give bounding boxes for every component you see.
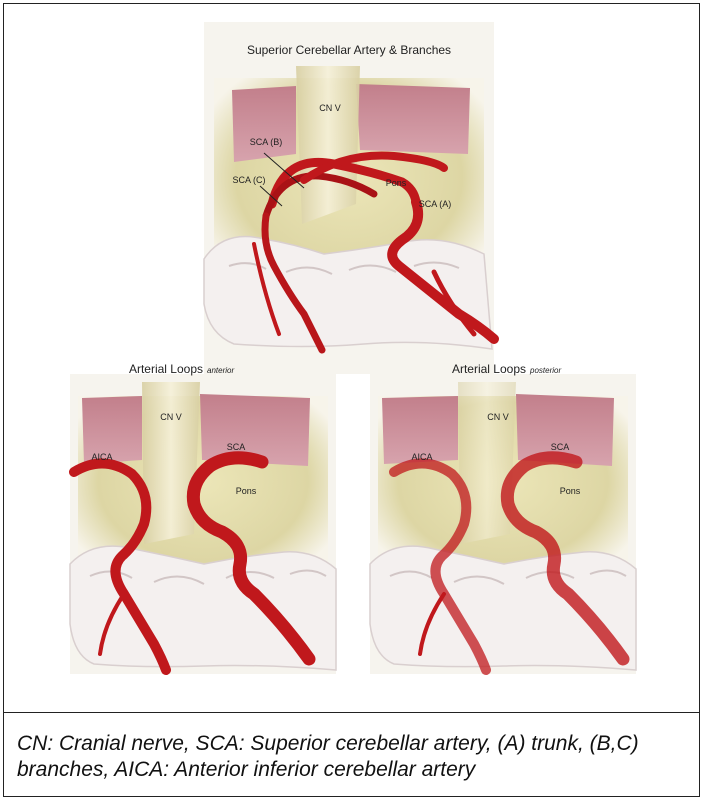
label-cn5-right: CN V [487,412,509,422]
artery-small-branch [252,242,281,336]
artery-branch-right [431,269,477,337]
sca-branch-c [262,172,378,220]
right-folia-lines [389,569,627,585]
label-pons-top: Pons [386,178,407,188]
sca-loop-upper [300,151,448,184]
top-panel: Superior Cerebellar Artery & Branches CN… [203,22,499,374]
label-sca-left: SCA [227,442,246,452]
right-tentorium-left [382,396,458,464]
figure-area: Superior Cerebellar Artery & Branches CN… [4,4,699,710]
trigeminal-nerve [296,66,360,224]
aica-loop-left [69,458,171,675]
sca-branch-b [267,157,421,209]
left-cerebellum-folia [69,545,337,671]
label-aica-left: AICA [91,452,112,462]
right-tentorium-right [516,394,614,466]
leader-sca-c [259,185,283,207]
left-trigeminal-nerve [142,382,200,544]
sca-loop-right [500,451,630,666]
artery-descending-left [261,212,326,354]
label-sca-b: SCA (B) [250,137,283,147]
right-cerebellum-folia [369,545,637,671]
left-panel: Arterial Loops anterior CN V AICA SCA Po… [69,362,337,675]
figure-frame [3,3,700,797]
label-pons-right: Pons [560,486,581,496]
folia-lines [228,261,460,275]
label-sca-a: SCA (A) [419,199,452,209]
left-artery-branch [98,592,126,656]
illustration-canvas: Superior Cerebellar Artery & Branches CN… [69,22,637,675]
right-artery-branch [418,592,446,656]
label-aica-right: AICA [411,452,432,462]
right-panel-title-sub: posterior [529,366,561,375]
tentorium-right [356,84,470,154]
label-cn5-left: CN V [160,412,182,422]
left-tentorium-right [200,394,310,466]
aica-loop-right [389,458,491,675]
sca-loop-left [186,451,316,666]
figure-caption: CN: Cranial nerve, SCA: Superior cerebel… [17,732,639,781]
caption-area: CN: Cranial nerve, SCA: Superior cerebel… [4,712,699,797]
label-pons-left: Pons [236,486,257,496]
cerebellum-folia [203,235,493,350]
right-panel-title: Arterial Loops [452,362,526,376]
right-panel: Arterial Loops posterior CN V AICA SCA P… [369,362,637,675]
left-panel-title: Arterial Loops [129,362,203,376]
tentorium-left [232,86,296,162]
label-cn5-top: CN V [319,103,341,113]
sca-trunk-a [387,197,499,344]
label-sca-right: SCA [551,442,570,452]
label-sca-c: SCA (C) [232,175,265,185]
left-tentorium-left [82,396,142,464]
top-panel-title: Superior Cerebellar Artery & Branches [247,43,451,57]
leader-sca-b [263,152,305,189]
left-panel-title-sub: anterior [207,366,234,375]
